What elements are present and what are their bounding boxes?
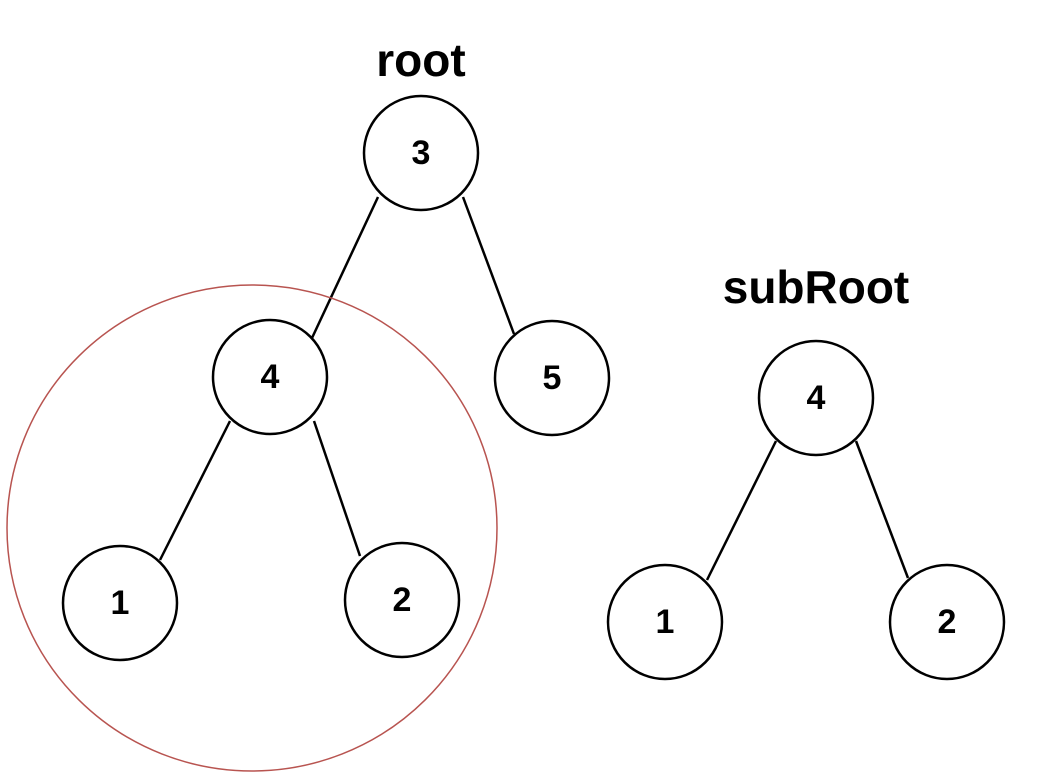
root-node-1: 1: [61, 544, 179, 662]
root-node-2: 2: [343, 541, 461, 659]
root-edge-3-5: [461, 196, 516, 335]
root-node-4: 4: [211, 318, 329, 436]
subroot-node-1-label: 1: [656, 603, 675, 641]
root-title: root: [376, 34, 465, 86]
subroot-node-2-label: 2: [938, 603, 957, 641]
subroot-node-1: 1: [606, 563, 724, 681]
root-node-5: 5: [493, 319, 611, 437]
subroot-node-2: 2: [888, 563, 1006, 681]
root-node-2-label: 2: [393, 581, 412, 619]
root-node-1-label: 1: [111, 584, 130, 622]
root-node-3: 3: [362, 94, 480, 212]
subroot-title: subRoot: [723, 261, 910, 313]
subroot-node-4-label: 4: [807, 379, 826, 417]
subroot-node-4: 4: [757, 339, 875, 457]
root-node-3-label: 3: [412, 134, 431, 172]
root-node-5-label: 5: [543, 359, 562, 397]
subroot-edge-4-2: [854, 440, 910, 579]
subroot-tree: subRoot 4 1 2: [606, 261, 1006, 681]
matching-subtree-highlight: [6, 284, 498, 772]
root-edge-4-1: [158, 420, 232, 561]
root-node-4-label: 4: [261, 358, 280, 396]
root-edge-4-2: [312, 420, 362, 557]
root-edge-3-4: [310, 196, 380, 339]
subroot-edge-4-1: [705, 440, 778, 581]
root-tree: root 3 4 5 1 2: [6, 34, 611, 772]
